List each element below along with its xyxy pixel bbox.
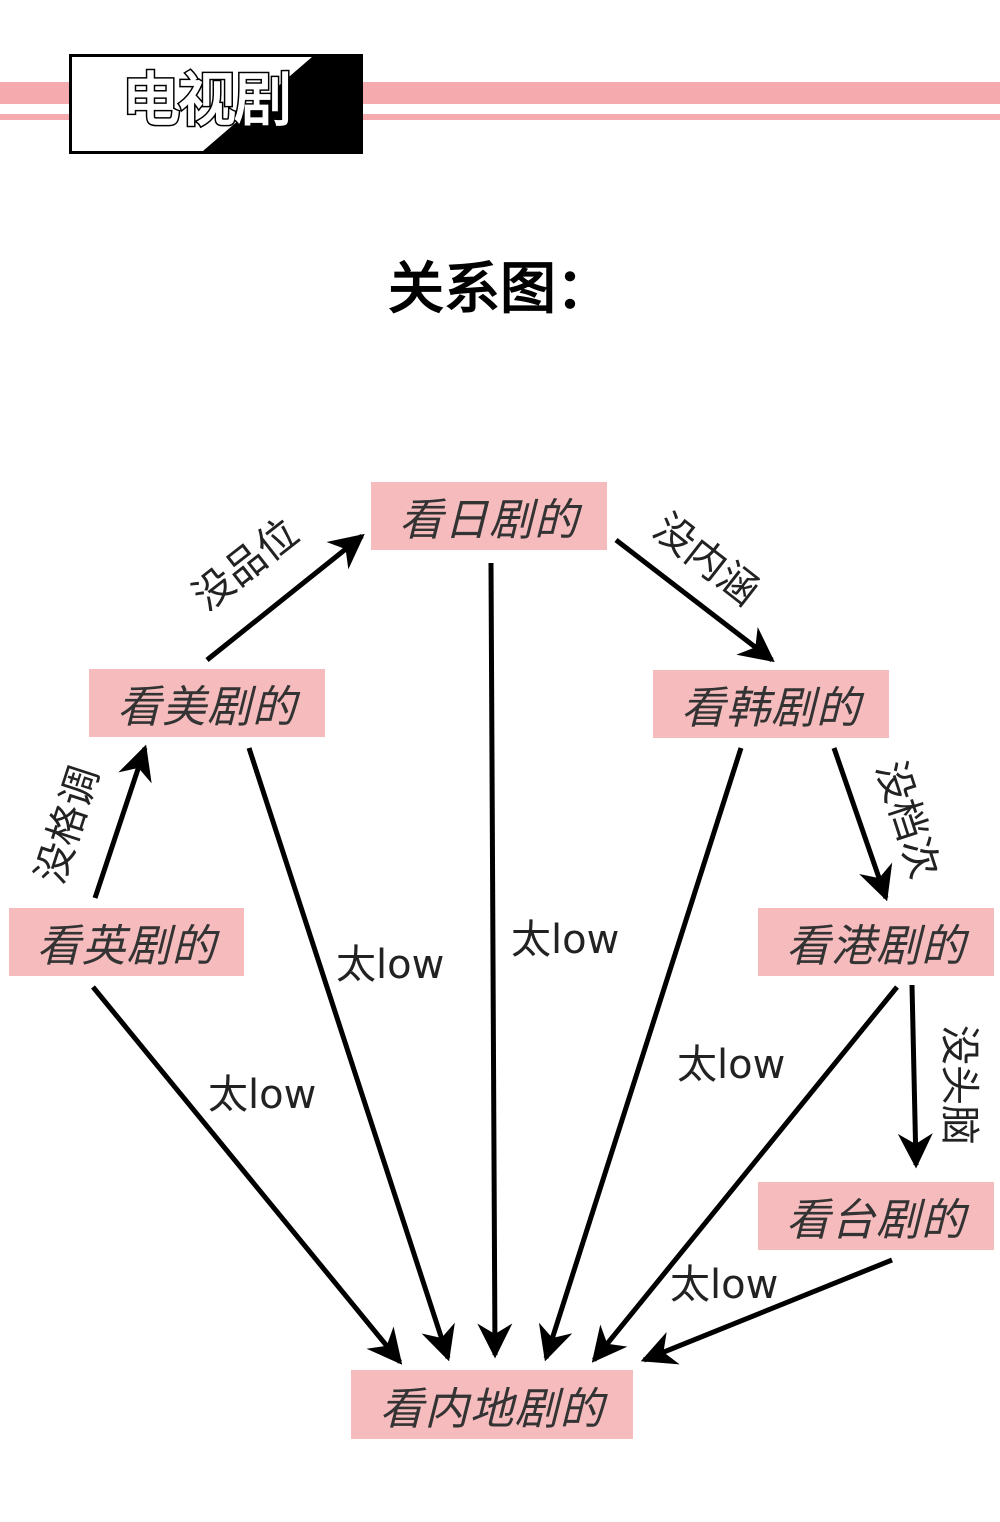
section-tag: 电视剧 xyxy=(69,54,363,154)
section-tag-black-wedge xyxy=(202,57,360,151)
node-mainland: 看内地剧的 xyxy=(351,1370,633,1439)
edge-taiwan-mainland xyxy=(640,1257,893,1365)
node-korea: 看韩剧的 xyxy=(653,670,889,738)
section-tag-label: 电视剧 xyxy=(120,66,293,134)
edge-hk-taiwan xyxy=(897,984,933,1169)
edge-uk-us xyxy=(92,744,152,899)
edge-hk-mainland xyxy=(591,985,899,1363)
edge-label-hk-taiwan: 没头脑 xyxy=(936,1025,982,1145)
edge-japan-korea xyxy=(614,538,775,663)
edge-korea-mainland xyxy=(538,747,744,1362)
edge-label-uk-mainland: 太low xyxy=(208,1072,317,1118)
node-taiwan: 看台剧的 xyxy=(758,1182,994,1250)
edge-label-korea-mainland: 太low xyxy=(677,1042,786,1088)
node-uk: 看英剧的 xyxy=(9,908,244,976)
edge-label-japan-mainland: 太low xyxy=(511,917,620,963)
edge-korea-hk xyxy=(831,747,893,902)
diagram-heading: 关系图： xyxy=(388,257,612,322)
edge-us-mainland xyxy=(246,747,455,1362)
edge-label-taiwan-mainland: 太low xyxy=(670,1262,779,1308)
node-us: 看美剧的 xyxy=(89,669,325,737)
edge-uk-mainland xyxy=(91,985,403,1365)
edge-japan-mainland xyxy=(477,562,513,1359)
header-band-thin xyxy=(0,114,1000,120)
node-hk: 看港剧的 xyxy=(758,908,994,976)
edge-label-us-mainland: 太low xyxy=(336,942,445,988)
node-japan: 看日剧的 xyxy=(371,482,607,550)
edge-us-japan xyxy=(205,533,365,662)
